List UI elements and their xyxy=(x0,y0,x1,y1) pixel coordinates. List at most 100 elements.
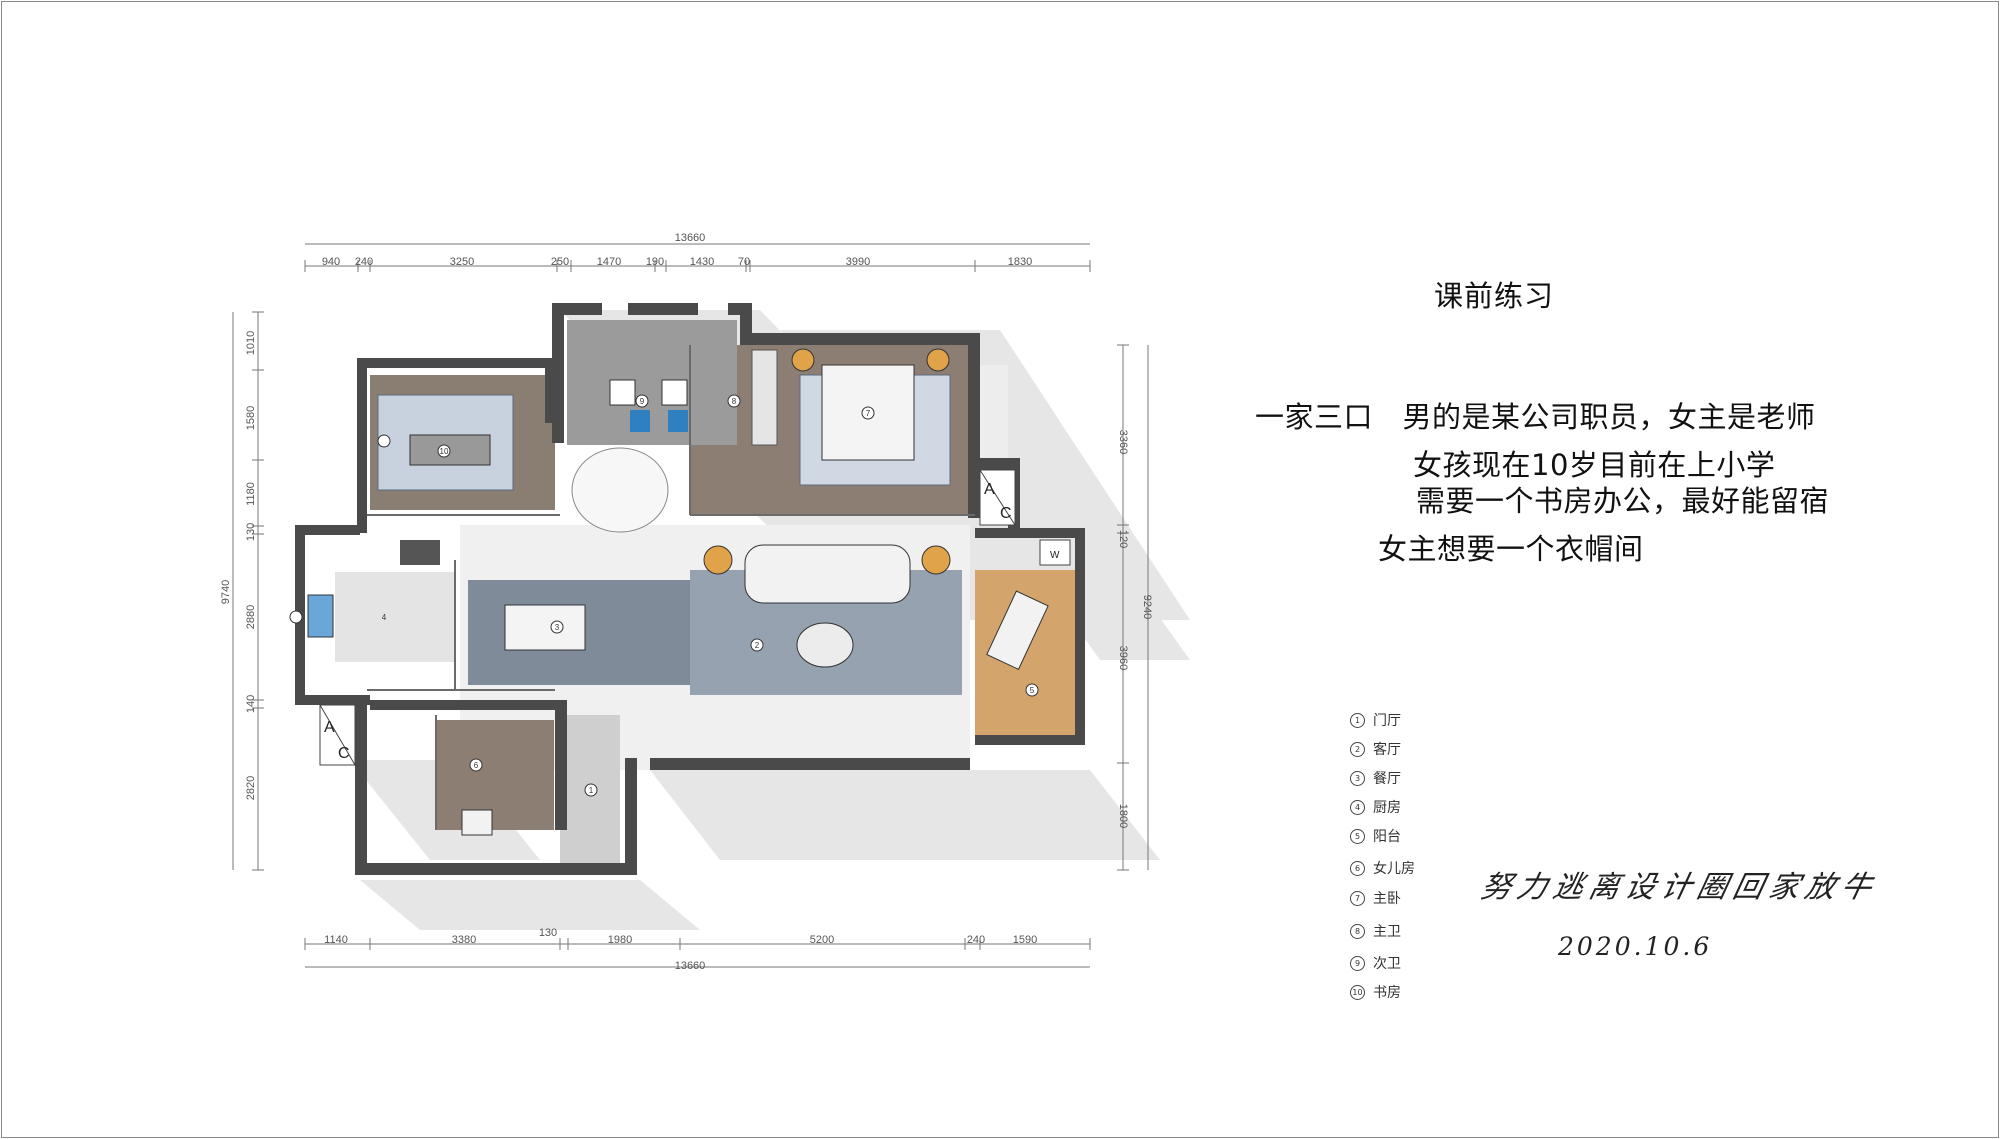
ac-label-c-2: C xyxy=(1000,505,1012,522)
room-number-2: 2 xyxy=(755,641,760,650)
dim-bottom-6: 240 xyxy=(967,934,985,946)
washer-label: W xyxy=(1050,550,1060,561)
legend-number: 2 xyxy=(1350,741,1365,757)
bath-floor xyxy=(567,320,737,445)
dim-left-4: 130 xyxy=(245,523,257,541)
dim-top-10: 1830 xyxy=(1008,256,1032,268)
ac-units: A C A C W xyxy=(319,469,1071,766)
daughter-room-floor xyxy=(436,720,554,830)
ac-label-c-1: C xyxy=(338,745,350,762)
dim-top-4: 250 xyxy=(551,256,569,268)
legend-number: 8 xyxy=(1350,923,1365,939)
study-desk xyxy=(409,434,491,466)
legend-item: 7 主卧 xyxy=(1350,886,1401,910)
dim-left-1: 1010 xyxy=(245,331,257,355)
sofa xyxy=(744,544,911,604)
dim-top-5: 1470 xyxy=(597,256,621,268)
legend-number: 1 xyxy=(1350,712,1365,728)
ac-label-a-2: A xyxy=(984,481,995,498)
dim-bottom-3: 130 xyxy=(539,927,557,939)
kitchen-sink xyxy=(307,594,334,638)
dim-bottom-7: 1590 xyxy=(1013,934,1037,946)
dim-left-7: 2820 xyxy=(245,776,257,800)
dimension-ticks xyxy=(252,260,1129,950)
furniture xyxy=(289,348,1049,836)
designer-signature: 努力逃离设计圈回家放牛 xyxy=(1477,870,1881,905)
legend-item: 3 餐厅 xyxy=(1350,766,1401,790)
round-table xyxy=(571,447,669,533)
dim-top-6: 190 xyxy=(646,256,664,268)
legend-item: 5 阳台 xyxy=(1350,824,1401,848)
daughter-desk xyxy=(461,809,493,836)
dim-top-1: 940 xyxy=(322,256,340,268)
lounge-chair xyxy=(986,590,1049,670)
coffee-table xyxy=(796,622,854,668)
legend-label: 主卧 xyxy=(1373,891,1401,907)
room-number-9: 9 xyxy=(640,397,645,406)
ac-label-a-1: A xyxy=(324,719,335,736)
page-title: 课前练习 xyxy=(1434,279,1555,313)
stove xyxy=(400,540,440,565)
dim-left-6: 140 xyxy=(245,695,257,713)
dining-table xyxy=(504,604,586,651)
dim-top-8: 70 xyxy=(738,256,750,268)
dim-right-1: 3360 xyxy=(1117,430,1129,454)
room-number-5: 5 xyxy=(1030,686,1035,695)
dim-left-5: 2880 xyxy=(245,605,257,629)
legend-number: 6 xyxy=(1350,860,1365,876)
dim-bottom-2: 3380 xyxy=(452,934,476,946)
interior-lines xyxy=(367,345,975,830)
master-wardrobe xyxy=(751,349,778,446)
dim-bottom-total: 13660 xyxy=(675,960,706,972)
dim-left-3: 1180 xyxy=(245,482,257,506)
dim-bottom-5: 5200 xyxy=(810,934,834,946)
brief-line-4: 女主想要一个衣帽间 xyxy=(1378,532,1644,566)
room-number-1: 1 xyxy=(589,786,594,795)
legend-label: 次卫 xyxy=(1373,956,1401,972)
dim-top-total: 13660 xyxy=(675,232,706,244)
room-number-7: 7 xyxy=(866,409,871,418)
legend-label: 主卫 xyxy=(1373,924,1401,940)
room-number-8: 8 xyxy=(732,397,737,406)
legend-label: 餐厅 xyxy=(1373,771,1401,787)
brief-line-2: 女孩现在10岁目前在上小学 xyxy=(1413,448,1776,482)
room-number-10: 10 xyxy=(440,447,449,456)
dim-top-2: 240 xyxy=(355,256,373,268)
dim-left-2: 1580 xyxy=(245,406,257,430)
brief-line-1: 一家三口 男的是某公司职员，女主是老师 xyxy=(1255,400,1816,434)
room-number-4: 4 xyxy=(382,613,387,622)
legend-label: 厨房 xyxy=(1373,800,1401,816)
legend-number: 5 xyxy=(1350,828,1365,844)
legend-item: 2 客厅 xyxy=(1350,737,1401,761)
room-number-3: 3 xyxy=(555,623,560,632)
dimension-labels: 13660 940 240 3250 250 1470 190 1430 70 … xyxy=(220,232,1153,972)
legend-label: 客厅 xyxy=(1373,742,1401,758)
legend-label: 阳台 xyxy=(1373,829,1401,845)
room-numbers: 1 2 3 4 5 6 7 8 9 10 xyxy=(382,397,1035,795)
dim-bottom-4: 1980 xyxy=(608,934,632,946)
walls xyxy=(295,303,1085,875)
dim-top-9: 3990 xyxy=(846,256,870,268)
room-number-6: 6 xyxy=(474,761,479,770)
brief-line-3: 需要一个书房办公，最好能留宿 xyxy=(1416,484,1830,518)
legend-number: 9 xyxy=(1350,955,1365,971)
legend-item: 6 女儿房 xyxy=(1350,856,1415,880)
dimension-lines xyxy=(232,243,1149,968)
dim-top-7: 1430 xyxy=(690,256,714,268)
legend-label: 女儿房 xyxy=(1373,861,1415,877)
legend-item: 4 厨房 xyxy=(1350,795,1401,819)
legend-label: 门厅 xyxy=(1373,713,1401,729)
dim-right-2: 120 xyxy=(1117,530,1129,548)
dim-left-total: 9740 xyxy=(220,580,232,604)
dim-bottom-1: 1140 xyxy=(324,934,348,946)
legend-item: 8 主卫 xyxy=(1350,919,1401,943)
legend-number: 7 xyxy=(1350,890,1365,906)
kitchen-floor xyxy=(335,572,455,662)
dim-right-4: 1800 xyxy=(1117,804,1129,828)
legend-number: 4 xyxy=(1350,799,1365,815)
legend-number: 10 xyxy=(1350,984,1365,1000)
dim-right-total: 9240 xyxy=(1141,595,1153,619)
legend-item: 1 门厅 xyxy=(1350,708,1401,732)
